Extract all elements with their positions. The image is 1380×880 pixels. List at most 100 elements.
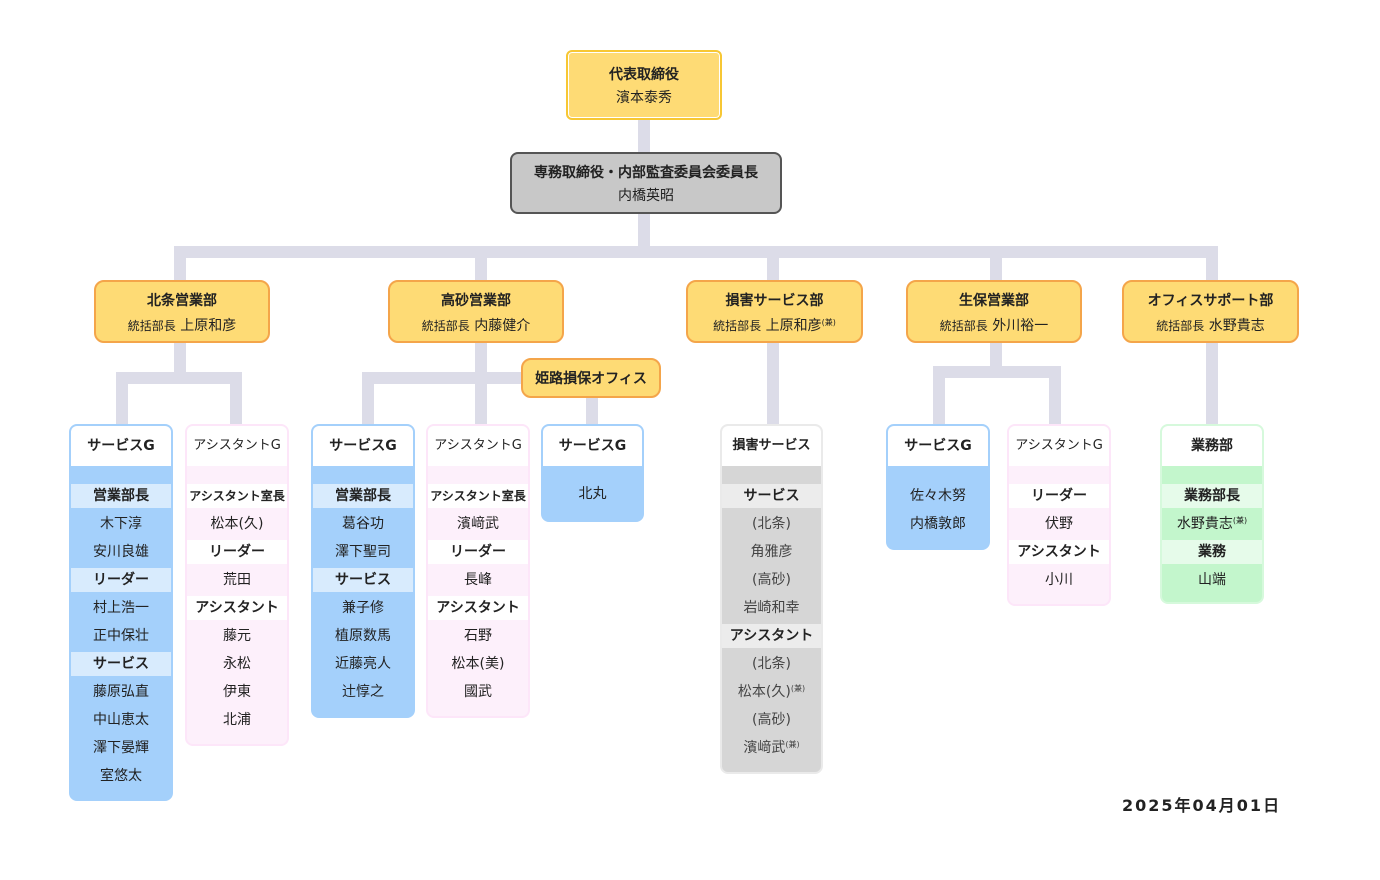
member-concurrent: 濱﨑武(兼): [722, 734, 821, 762]
dept-role: 統括部長: [939, 319, 988, 333]
member: 内橋敦郎: [910, 516, 966, 532]
section-label: アシスタント: [722, 624, 821, 648]
office-name: 姫路損保オフィス: [535, 371, 647, 387]
group-title: 損害サービス: [722, 426, 821, 466]
member: 北丸: [578, 486, 607, 502]
member: (高砂): [752, 572, 791, 588]
connector-seiho-ast: [1049, 366, 1061, 428]
connector-exec-trunk: [638, 212, 650, 248]
dept-head: 内藤健介: [474, 318, 531, 334]
connector-dept5: [1206, 246, 1218, 282]
member-concurrent: 水野貴志(兼): [1162, 510, 1262, 538]
member: 葛谷功: [342, 516, 384, 532]
dept-name: 損害サービス部: [725, 293, 824, 309]
dept-name: 高砂営業部: [441, 293, 511, 309]
ceo-box: 代表取締役 濱本泰秀: [566, 50, 722, 120]
member: 山端: [1198, 572, 1226, 588]
section-label: 営業部長: [71, 484, 171, 508]
member-concurrent: 松本(久)(兼): [722, 678, 821, 706]
executive-title: 専務取締役・内部監査委員会委員長: [534, 165, 758, 181]
section-label: アシスタント室長: [187, 484, 287, 508]
dept-hojo: 北条営業部 統括部長 上原和彦: [94, 280, 270, 343]
group-himeji-service: サービスG 北丸: [541, 424, 644, 522]
connector-hojo-bus: [116, 372, 242, 384]
member: 永松: [223, 656, 251, 672]
member: 木下淳: [100, 516, 142, 532]
connector-taka-down: [475, 342, 487, 428]
dept-takasago: 高砂営業部 統括部長 内藤健介: [388, 280, 564, 343]
connector-dept-bus: [174, 246, 1218, 258]
member: 村上浩一: [93, 600, 149, 616]
connector-hojo-svc: [116, 372, 128, 428]
concurrent-mark: (兼): [821, 318, 836, 327]
concurrent-mark: (兼): [785, 740, 800, 749]
section-label: リーダー: [71, 568, 171, 592]
connector-seiho-bus: [933, 366, 1061, 378]
dept-office-support: オフィスサポート部 統括部長 水野貴志: [1122, 280, 1299, 343]
connector-hojo-ast: [230, 372, 242, 428]
section-label: サービス: [313, 568, 413, 592]
member: 藤原弘直: [93, 684, 149, 700]
group-title: 業務部: [1162, 426, 1262, 466]
member: (北条): [752, 656, 791, 672]
group-title: アシスタントG: [428, 426, 528, 466]
section-label: リーダー: [187, 540, 287, 564]
connector-seiho-down: [990, 342, 1002, 370]
executive-name: 内橋英昭: [618, 188, 674, 204]
member: 長峰: [464, 572, 492, 588]
dept-head: 外川裕一: [992, 318, 1049, 334]
group-takasago-assistant: アシスタントG アシスタント室長 濱﨑武 リーダー 長峰 アシスタント 石野 松…: [426, 424, 530, 718]
connector-himeji-down: [586, 396, 598, 428]
ceo-name: 濱本泰秀: [616, 90, 672, 106]
dept-head-row: 統括部長 上原和彦(兼): [688, 317, 861, 335]
connector-dept2: [475, 246, 487, 282]
ceo-title: 代表取締役: [609, 67, 679, 83]
member: 松本(美): [451, 656, 505, 672]
dept-head-row: 統括部長 内藤健介: [390, 317, 562, 335]
member-name: 松本(久): [737, 684, 791, 700]
member: 荒田: [223, 572, 251, 588]
concurrent-mark: (兼): [790, 684, 806, 693]
member: 佐々木努: [910, 488, 966, 504]
member: (高砂): [752, 712, 791, 728]
member: 濱﨑武: [457, 516, 499, 532]
section-label: 業務: [1162, 540, 1262, 564]
member: 北浦: [223, 712, 251, 728]
group-title: サービスG: [313, 426, 413, 466]
dept-head-row: 統括部長 外川裕一: [908, 317, 1080, 335]
group-takasago-service: サービスG 営業部長 葛谷功 澤下聖司 サービス 兼子修 植原数馬 近藤亮人 辻…: [311, 424, 415, 718]
member: 藤元: [223, 628, 251, 644]
connector-seiho-svc: [933, 366, 945, 428]
group-business-dept: 業務部 業務部長 水野貴志(兼) 業務 山端: [1160, 424, 1264, 604]
concurrent-mark: (兼): [1232, 516, 1248, 525]
member: 角雅彦: [750, 544, 793, 560]
group-hojo-assistant: アシスタントG アシスタント室長 松本(久) リーダー 荒田 アシスタント 藤元…: [185, 424, 289, 746]
executive-box: 専務取締役・内部監査委員会委員長 内橋英昭: [510, 152, 782, 214]
member: 小川: [1045, 572, 1073, 588]
connector-ceo-exec: [638, 118, 650, 154]
office-himeji: 姫路損保オフィス: [521, 358, 661, 398]
member: 澤下聖司: [335, 544, 391, 560]
member: (北条): [752, 516, 791, 532]
dept-head-row: 統括部長 上原和彦: [96, 317, 268, 335]
section-label: リーダー: [428, 540, 528, 564]
group-title: サービスG: [71, 426, 171, 466]
connector-taka-svc: [362, 372, 374, 428]
dept-role: 統括部長: [1156, 319, 1205, 333]
group-songai-service: 損害サービス サービス (北条) 角雅彦 (高砂) 岩崎和幸 アシスタント (北…: [720, 424, 823, 774]
member: 岩崎和幸: [743, 600, 800, 616]
member-name: 水野貴志: [1176, 516, 1233, 532]
member: 中山恵太: [93, 712, 149, 728]
dept-head: 水野貴志: [1208, 318, 1265, 334]
connector-dept3: [767, 246, 779, 282]
member: 兼子修: [342, 600, 384, 616]
group-seiho-assistant: アシスタントG リーダー 伏野 アシスタント 小川: [1007, 424, 1111, 606]
member: 伏野: [1045, 516, 1073, 532]
member-name: 濱﨑武: [743, 740, 786, 756]
group-title: アシスタントG: [187, 426, 287, 466]
dept-role: 統括部長: [421, 319, 470, 333]
section-label: アシスタント: [1009, 540, 1109, 564]
member: 伊東: [223, 684, 251, 700]
connector-taka-bus: [362, 372, 532, 384]
dept-name: 生保営業部: [959, 293, 1029, 309]
